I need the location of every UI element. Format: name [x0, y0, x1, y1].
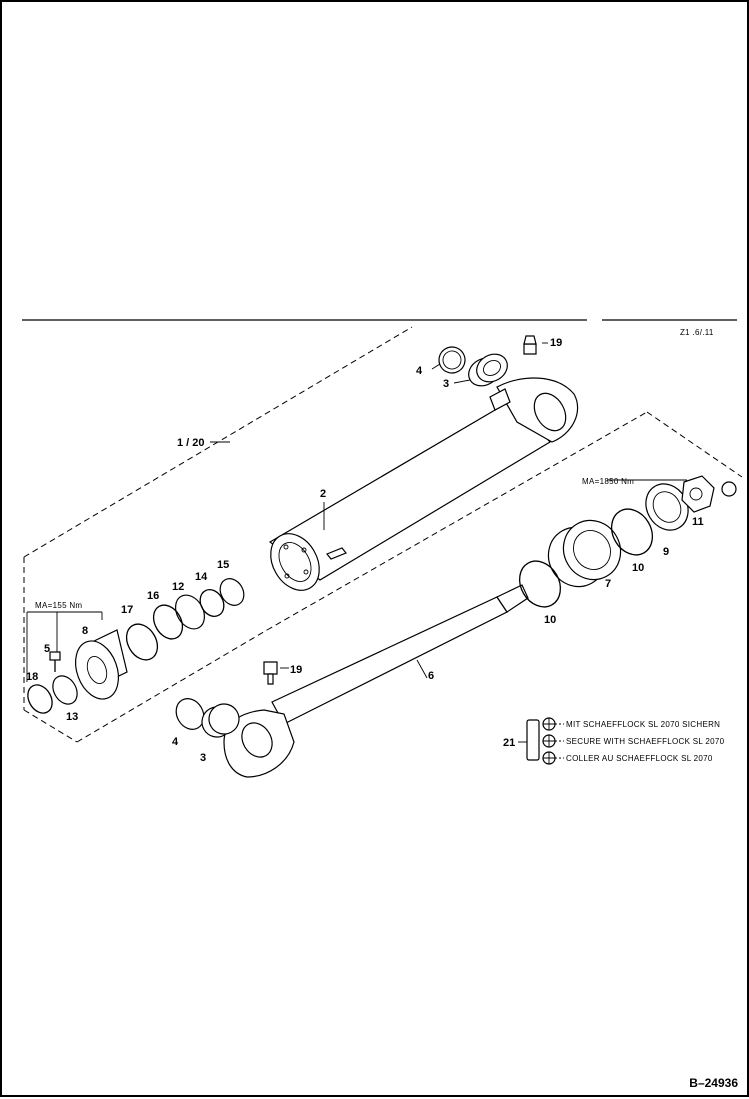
corner-code: Z1 .6/.11: [680, 328, 714, 337]
seal-18: [27, 684, 53, 714]
o-ring-lower: [518, 560, 562, 608]
part-label-3-top: 3: [443, 378, 449, 390]
bushing-top: [438, 346, 508, 387]
part-label-18: 18: [26, 671, 38, 683]
part-label-7: 7: [605, 578, 611, 590]
nut: [681, 475, 737, 513]
bushing-lower: [175, 698, 240, 738]
part-label-6: 6: [428, 670, 434, 682]
drawing-reference-number: B–24936: [689, 1076, 738, 1090]
torque-label-left: MA=155 Nm: [35, 601, 82, 610]
part-label-4-top: 4: [416, 365, 423, 377]
adhesive-symbol-top: [721, 481, 737, 497]
torque-label-top: MA=1850 Nm: [582, 477, 634, 486]
left-torque-bracket: [26, 611, 103, 682]
part-label-14: 14: [195, 571, 208, 583]
legend-line-german: MIT SCHAEFFLOCK SL 2070 SICHERN: [566, 720, 720, 729]
part-label-11: 11: [692, 516, 704, 528]
screw: [49, 651, 61, 672]
part-label-15: 15: [217, 559, 229, 571]
part-label-8: 8: [82, 625, 88, 637]
leader-lines: [210, 342, 687, 679]
cylinder-tube: [268, 377, 579, 591]
part-label-1-20: 1 / 20: [177, 437, 205, 449]
part-label-10-upper: 10: [632, 562, 644, 574]
part-label-2: 2: [320, 488, 326, 500]
part-label-21: 21: [503, 737, 515, 749]
grease-nipple-top: [523, 335, 537, 355]
piston-rod: [223, 584, 529, 778]
part-label-5: 5: [44, 643, 50, 655]
seal-17: [125, 623, 159, 661]
adhesive-legend: 21 MIT SCHAEFFLOCK SL 2070 SICHERN SECUR…: [503, 717, 725, 765]
o-ring-upper: [610, 508, 654, 556]
seal-16: [152, 604, 184, 640]
part-label-4-lower: 4: [172, 736, 179, 748]
part-label-12: 12: [172, 581, 184, 593]
legend-line-french: COLLER AU SCHAEFFLOCK SL 2070: [566, 754, 713, 763]
grease-nipple-lower: [263, 661, 278, 685]
gland-head: [74, 629, 128, 700]
part-label-9: 9: [663, 546, 669, 558]
part-label-3-lower: 3: [200, 752, 206, 764]
adhesive-bottle-icon: [526, 719, 540, 761]
part-label-13: 13: [66, 711, 78, 723]
legend-line-english: SECURE WITH SCHAEFFLOCK SL 2070: [566, 737, 725, 746]
seal-12: [174, 594, 206, 630]
part-label-16: 16: [147, 590, 159, 602]
part-label-19-lower: 19: [290, 664, 302, 676]
part-label-19-top: 19: [550, 337, 562, 349]
seal-13: [52, 675, 78, 705]
part-label-17: 17: [121, 604, 133, 616]
piston: [547, 519, 622, 588]
part-label-10-lower: 10: [544, 614, 556, 626]
seal-15: [219, 578, 245, 606]
seal-14: [199, 589, 225, 617]
